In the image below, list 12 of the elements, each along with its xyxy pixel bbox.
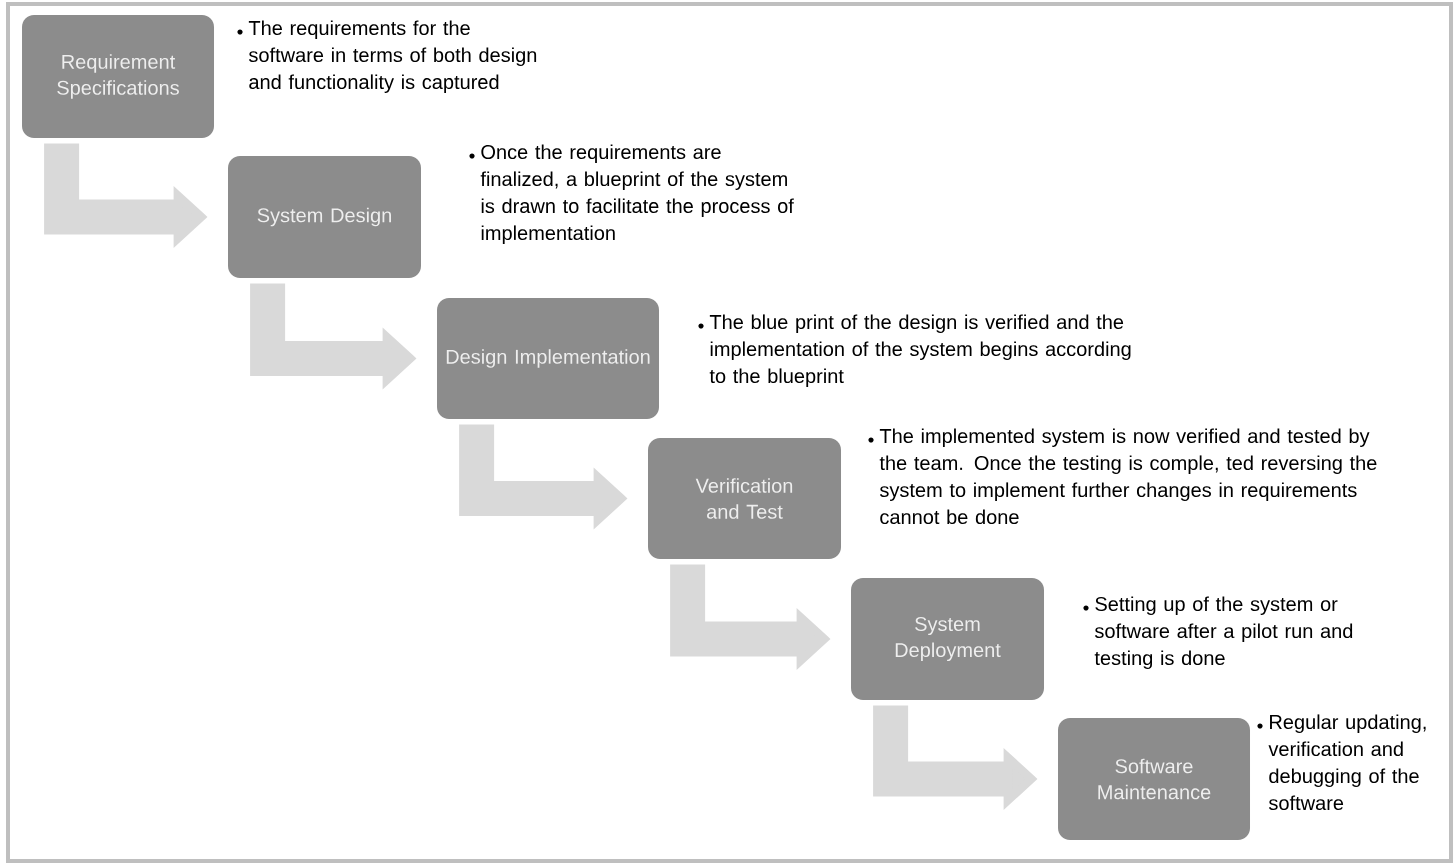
bullet-text: The requirements for the software in terms of both design and functionality is captured xyxy=(237,20,537,93)
bullet-text: Regular updating, verification and debugging of the software xyxy=(1257,714,1426,811)
bullet-text: The implemented system is now verified and tested by the team. Once the testing is comple, ted reversing the system to implement further changes in requirements cannot be done xyxy=(868,428,1377,525)
process-box: Verification and Test xyxy=(648,438,841,559)
process-box: System Design xyxy=(228,156,421,278)
process-box: Design Implementation xyxy=(437,298,659,419)
process-box: System Deployment xyxy=(851,578,1044,700)
process-box: Software Maintenance xyxy=(1058,718,1250,840)
bullet-text: Once the requirements are finalized, a blueprint of the system is drawn to facilitate the process of implementation xyxy=(469,144,794,244)
bullet-text: The blue print of the design is verified and the implementation of the system begins according to the blueprint xyxy=(698,314,1131,388)
process-box: Requirement Specifications xyxy=(22,15,214,138)
bullet-text: Setting up of the system or software after a pilot run and testing is done xyxy=(1083,596,1353,670)
